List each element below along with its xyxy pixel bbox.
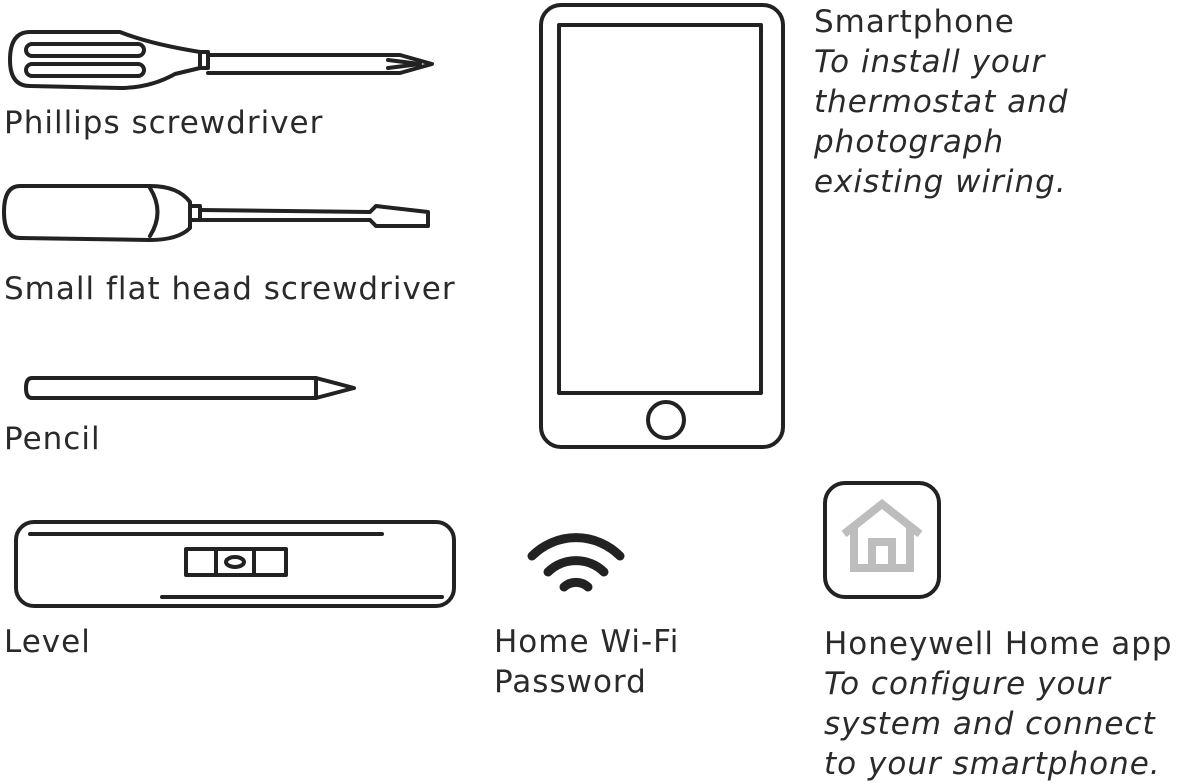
house-app-icon [823, 481, 941, 599]
phillips-screwdriver-label: Phillips screwdriver [4, 105, 324, 141]
level-label: Level [4, 624, 91, 660]
wifi-password-label: Home Wi-Fi Password [494, 622, 679, 702]
app-description-line: To configure your [824, 666, 1111, 702]
smartphone-description-line: existing wiring. [814, 164, 1067, 200]
smartphone-description-line: thermostat and [814, 84, 1069, 120]
wifi-label-line: Password [494, 664, 647, 700]
app-label: Honeywell Home app [824, 626, 1173, 662]
pencil-label: Pencil [4, 421, 101, 457]
level-icon [14, 520, 456, 608]
app-description-line: system and connect [824, 706, 1156, 742]
smartphone-description-line: photograph [814, 124, 1005, 160]
smartphone-description-line: To install your [814, 44, 1046, 80]
flat-head-screwdriver-icon [2, 184, 430, 242]
wifi-label-line: Home Wi-Fi [494, 624, 680, 660]
pencil-icon [24, 376, 356, 400]
wifi-icon [527, 533, 625, 592]
app-description: To configure your system and connect to … [824, 664, 1161, 784]
phillips-screwdriver-icon [8, 30, 434, 90]
smartphone-label: Smartphone [814, 4, 1015, 40]
smartphone-icon [539, 3, 785, 449]
app-description-line: to your smartphone. [824, 746, 1161, 782]
smartphone-description: To install your thermostat and photograp… [814, 42, 1068, 202]
flat-head-screwdriver-label: Small flat head screwdriver [4, 271, 456, 307]
